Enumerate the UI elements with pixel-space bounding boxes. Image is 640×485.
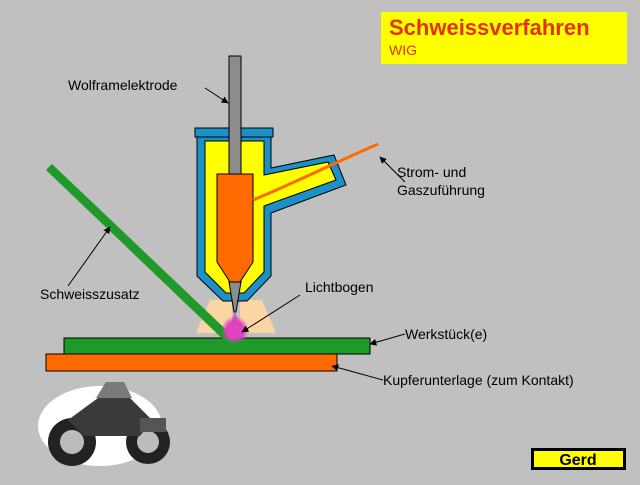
power-gas-cable <box>252 142 379 202</box>
pointer-electrode <box>204 87 229 104</box>
label-workpiece: Werkstück(e) <box>405 326 488 342</box>
page-subtitle: WIG <box>389 42 417 58</box>
arc <box>225 312 245 338</box>
pointer-workpiece <box>369 333 406 346</box>
pointer-backing <box>331 364 384 381</box>
label-supply-line1: Strom- und <box>397 164 467 180</box>
filler-rod <box>46 164 237 346</box>
label-supply-line2: Gaszuführung <box>397 182 485 198</box>
svg-text:Gerd: Gerd <box>559 452 596 469</box>
gerd-logo: Gerd <box>531 448 626 470</box>
label-electrode: Wolframelektrode <box>68 77 178 93</box>
workpiece-plate <box>63 337 371 355</box>
motorcycle-image <box>38 382 170 466</box>
label-arc: Lichtbogen <box>305 279 374 295</box>
title-box: Schweissverfahren WIG <box>381 12 627 64</box>
label-backing: Kupferunterlage (zum Kontakt) <box>383 372 574 388</box>
pointer-supply <box>379 156 406 183</box>
pointer-filler <box>67 226 111 287</box>
copper-backing-plate <box>45 353 338 372</box>
shielding-gas-right <box>240 300 276 333</box>
page-title: Schweissverfahren <box>389 15 590 40</box>
pointer-arc <box>241 294 301 333</box>
label-filler: Schweisszusatz <box>40 286 140 302</box>
electrode-holder <box>216 173 254 283</box>
